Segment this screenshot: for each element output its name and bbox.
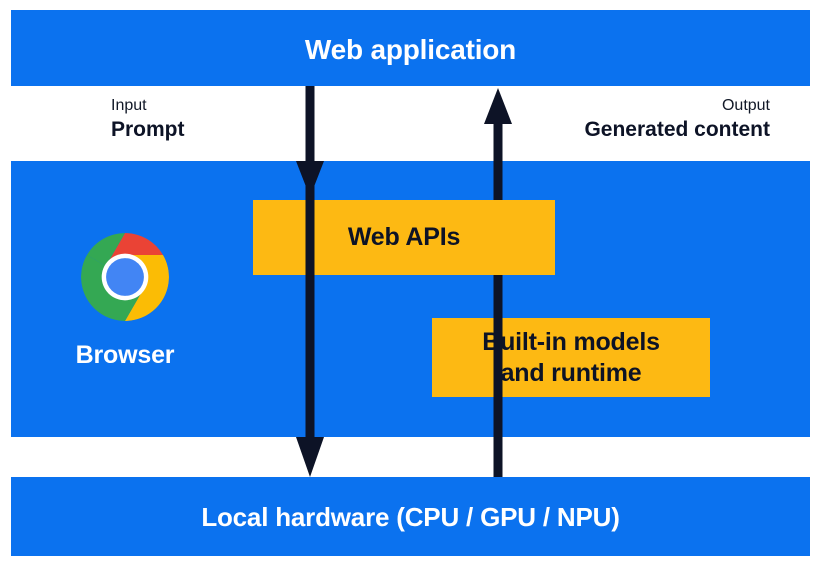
io-output-value: Generated content bbox=[584, 118, 770, 142]
io-output-kicker: Output bbox=[721, 97, 770, 114]
band-web-application: Web application bbox=[11, 10, 810, 86]
box-builtin-models: Built-in models and runtime bbox=[432, 318, 710, 397]
box-builtin-models-label: Built-in models and runtime bbox=[482, 328, 660, 387]
up-arrow-head bbox=[484, 88, 512, 124]
chrome-logo bbox=[81, 233, 169, 321]
io-input-value: Prompt bbox=[111, 118, 185, 142]
io-output-annotation: Output Generated content bbox=[584, 96, 770, 144]
box-web-apis: Web APIs bbox=[253, 200, 555, 275]
browser-label: Browser bbox=[75, 341, 175, 369]
band-web-application-label: Web application bbox=[304, 34, 517, 65]
band-local-hardware-label: Local hardware (CPU / GPU / NPU) bbox=[201, 502, 620, 532]
box-web-apis-label: Web APIs bbox=[347, 223, 461, 252]
io-input-annotation: Input Prompt bbox=[111, 96, 185, 144]
io-input-kicker: Input bbox=[111, 97, 147, 114]
band-local-hardware: Local hardware (CPU / GPU / NPU) bbox=[11, 477, 810, 556]
